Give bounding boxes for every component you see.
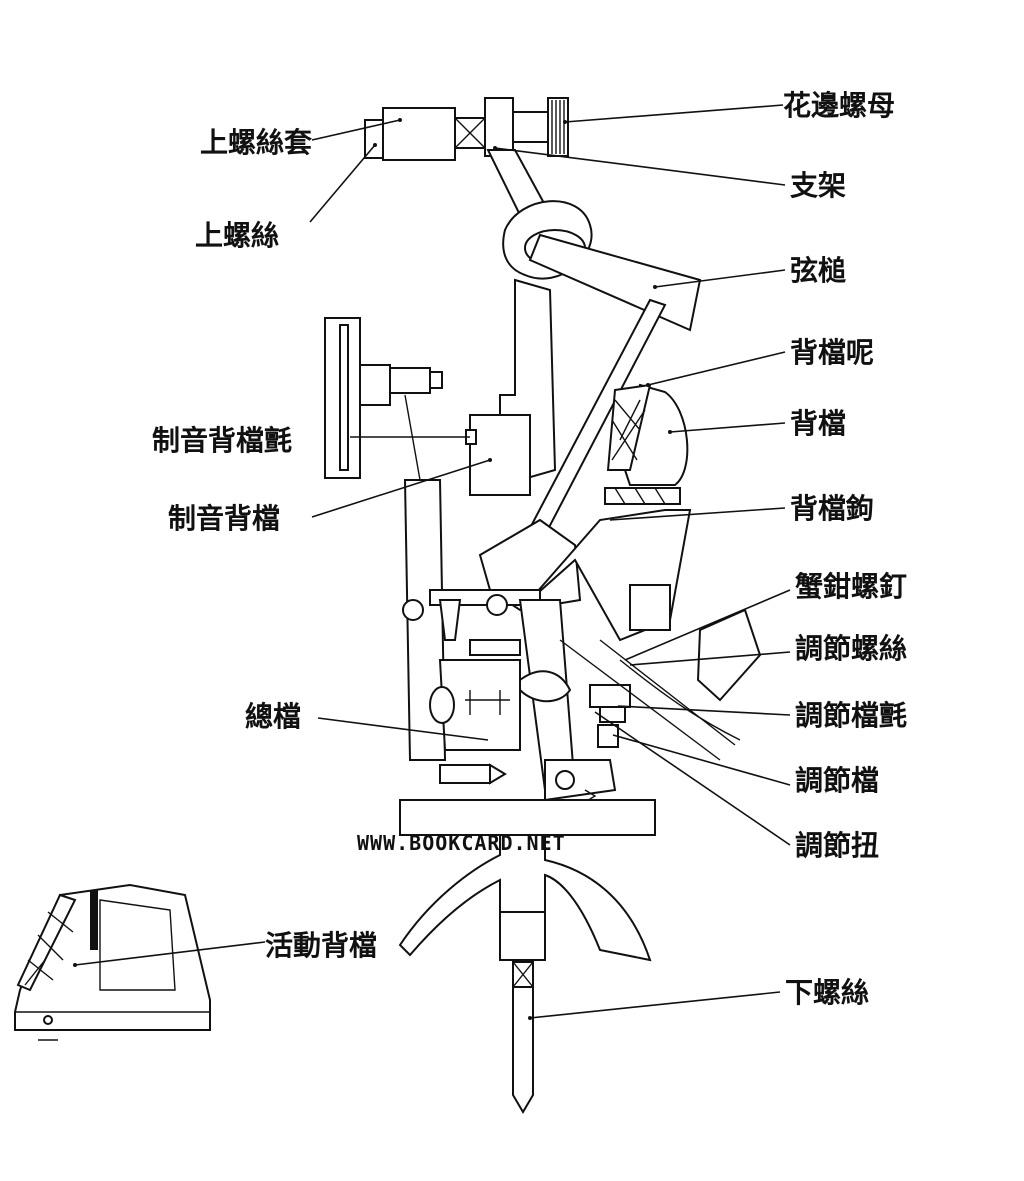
backcheck bbox=[604, 383, 689, 505]
label-backcheck: 背檔 bbox=[790, 407, 846, 440]
damper-backcheck bbox=[469, 414, 531, 496]
leader-lines bbox=[73, 104, 791, 1020]
wippen-assembly bbox=[399, 479, 692, 836]
label-backcheck-felt: 背檔呢 bbox=[790, 336, 874, 369]
label-movable-backcheck: 活動背檔 bbox=[265, 929, 377, 962]
watermark: WWW.BOOKCARD.NET bbox=[357, 831, 566, 855]
regulating-rail bbox=[559, 608, 762, 761]
label-backcheck-hook: 背檔鉤 bbox=[790, 492, 874, 525]
label-lower-screw: 下螺絲 bbox=[785, 976, 869, 1009]
label-decorative-nut: 花邊螺母 bbox=[783, 89, 895, 122]
hammer bbox=[502, 200, 702, 537]
label-bracket: 支架 bbox=[790, 169, 846, 202]
label-upper-screw: 上螺絲 bbox=[195, 219, 279, 252]
label-regulating-rail-felt: 調節檔氈 bbox=[795, 699, 907, 732]
label-regulating-screw: 調節螺絲 bbox=[795, 632, 907, 665]
label-damper-backcheck: 制音背檔 bbox=[168, 502, 280, 535]
label-regulating-rail: 調節檔 bbox=[795, 764, 879, 797]
movable-backcheck-drawing bbox=[14, 883, 211, 1041]
label-upper-screw-sleeve: 上螺絲套 bbox=[200, 126, 313, 159]
label-main-rail: 總檔 bbox=[245, 700, 301, 733]
upper-screw-assembly bbox=[364, 97, 569, 161]
damper-block bbox=[324, 317, 443, 481]
label-damper-backcheck-felt: 制音背檔氈 bbox=[152, 424, 292, 457]
label-flange-screw: 蟹鉗螺釘 bbox=[795, 570, 907, 603]
lower-base bbox=[398, 834, 652, 1114]
label-regulating-button: 調節扭 bbox=[795, 829, 879, 862]
label-hammer: 弦槌 bbox=[790, 254, 846, 287]
